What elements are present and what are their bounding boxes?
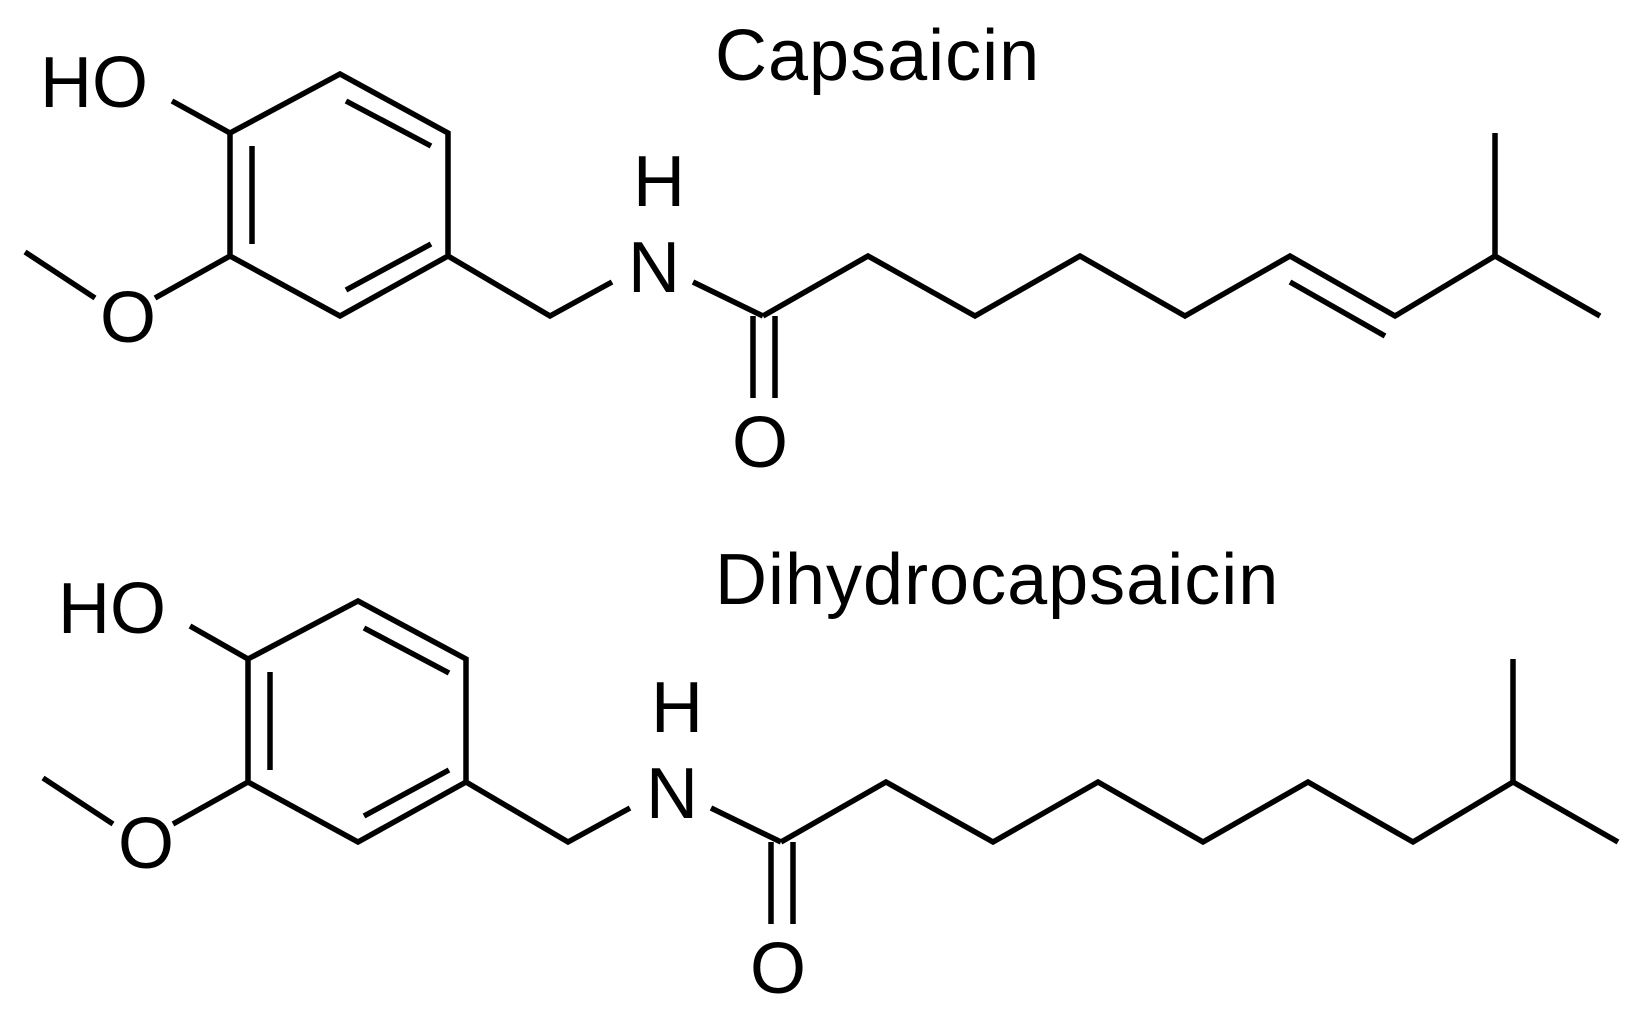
dihydrocapsaicin-benzyl-bond (464, 779, 632, 846)
capsaicin-hydroxyl-bond (170, 98, 232, 136)
dihydrocapsaicin-alkyl-chain (779, 778, 1620, 846)
capsaicin-alkyl-chain (761, 252, 1602, 320)
dihydrocapsaicin-title: Dihydrocapsaicin (715, 540, 1279, 620)
capsaicin-carbonyl-o-label: O (732, 403, 788, 483)
capsaicin-title: Capsaicin (715, 16, 1040, 96)
capsaicin-benzene-ring (227, 70, 451, 320)
dihydrocapsaicin-hydroxyl-label: HO (58, 569, 166, 649)
dihydrocapsaicin-structure: Dihydrocapsaicin HO O N H O (41, 540, 1620, 1009)
capsaicin-methoxy-o-label: O (100, 278, 156, 358)
capsaicin-alkene-second-bond (1288, 279, 1387, 339)
dihydrocapsaicin-hydroxyl-bond (188, 623, 250, 662)
capsaicin-benzyl-bond (446, 253, 614, 320)
capsaicin-structure: Capsaicin HO O N H O (23, 16, 1602, 483)
capsaicin-amide-h-label: H (633, 142, 685, 222)
capsaicin-n-carbonyl-bond (691, 279, 765, 319)
dihydrocapsaicin-amide-n-label: N (646, 754, 698, 834)
dihydrocapsaicin-methoxy-o-label: O (118, 804, 174, 884)
capsaicin-amide-n-label: N (628, 228, 680, 308)
dihydrocapsaicin-carbonyl-o-label: O (750, 929, 806, 1009)
dihydrocapsaicin-n-carbonyl-bond (709, 805, 783, 845)
dihydrocapsaicin-amide-h-label: H (651, 668, 703, 748)
dihydrocapsaicin-methoxy-bond-methyl (41, 775, 115, 827)
capsaicin-hydroxyl-label: HO (40, 43, 148, 123)
dihydrocapsaicin-methoxy-bond-ring (171, 779, 250, 827)
dihydrocapsaicin-benzene-ring (245, 597, 469, 846)
capsaicin-methoxy-bond-methyl (23, 249, 97, 301)
capsaicin-methoxy-bond-ring (153, 253, 232, 301)
